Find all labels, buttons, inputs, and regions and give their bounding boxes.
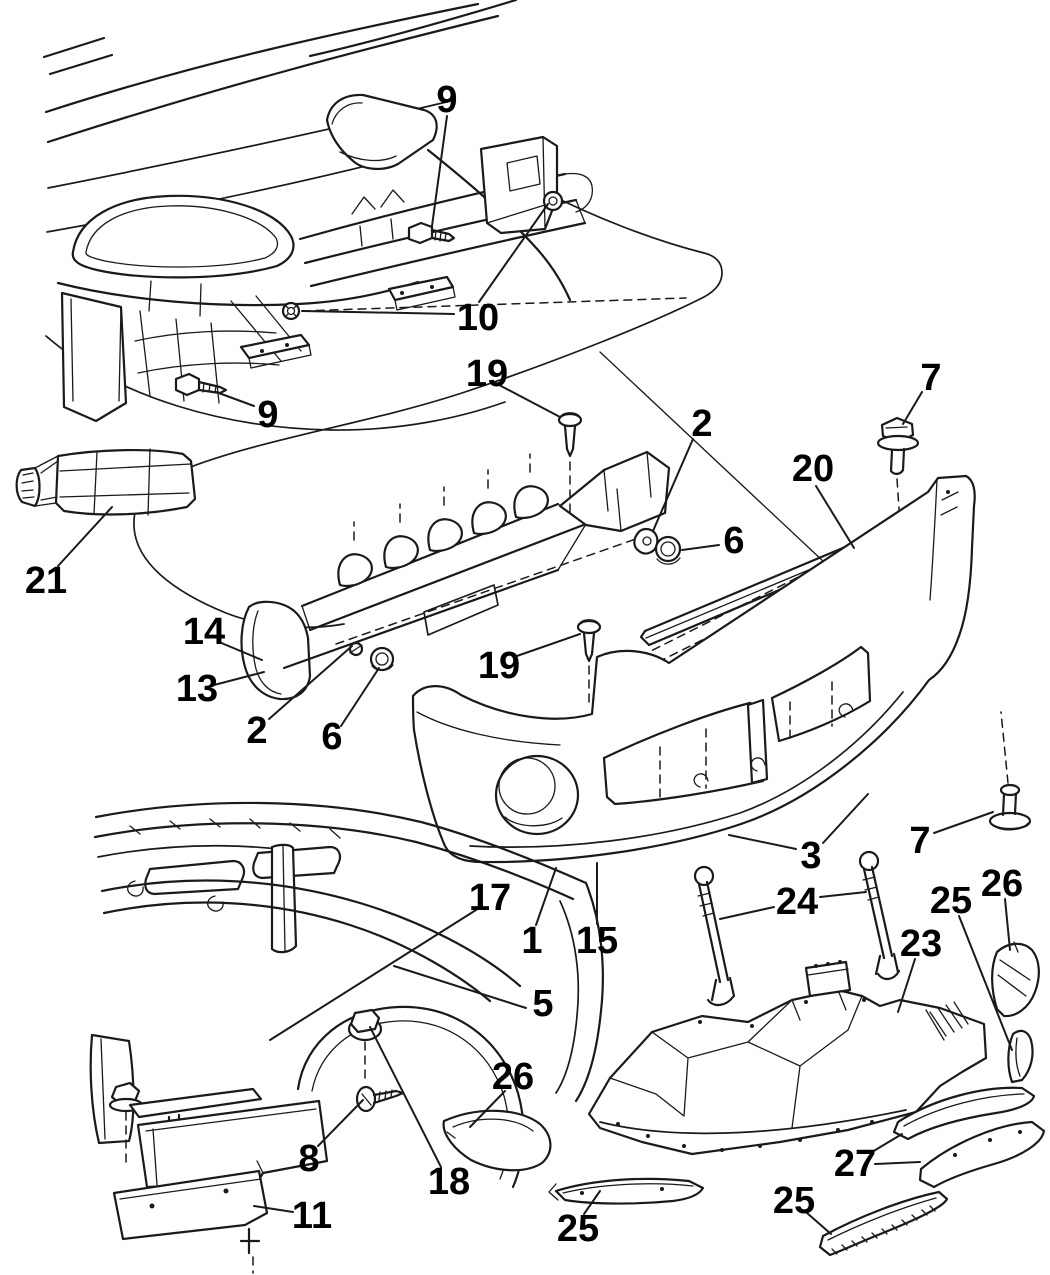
- belly-pan: [587, 960, 988, 1156]
- end-cap-13-14: [240, 600, 312, 701]
- callout-leader-11: [253, 1205, 294, 1213]
- callout-9-2: 9: [257, 394, 278, 436]
- callout-leader-13: [213, 671, 265, 686]
- callout-17-18: 17: [469, 877, 511, 919]
- callout-20-5: 20: [792, 448, 834, 490]
- push-pin-19-upper: [557, 412, 583, 428]
- front-fascia: [411, 474, 976, 864]
- callout-leader-20: [815, 485, 855, 549]
- callout-9-0: 9: [436, 79, 457, 121]
- callout-6-13: 6: [321, 716, 342, 758]
- shield-25-bottom: [818, 1190, 949, 1257]
- shield-26-right: [991, 942, 1040, 1018]
- hood-scoop-opening: [325, 93, 438, 170]
- callout-leader-25: [583, 1190, 601, 1215]
- callout-7-15: 7: [909, 820, 930, 862]
- brake-duct-opening: [770, 645, 872, 743]
- shield-25-right: [1007, 1029, 1034, 1084]
- callout-25-25: 25: [930, 880, 972, 922]
- callout-leader-24: [719, 906, 775, 920]
- callout-24-24: 24: [776, 881, 818, 923]
- callout-leader-23: [897, 958, 916, 1013]
- fog-lamp-opening: [494, 754, 580, 836]
- callout-leader-19: [500, 385, 561, 418]
- callout-2-12: 2: [246, 710, 267, 752]
- callout-15-17: 15: [576, 920, 618, 962]
- bracket-11: [239, 1227, 261, 1255]
- callout-leader-7: [902, 391, 923, 425]
- callout-19-8: 19: [478, 645, 520, 687]
- access-panel: [804, 960, 852, 998]
- callout-27-28: 27: [834, 1143, 876, 1185]
- callout-6-7: 6: [723, 520, 744, 562]
- callout-leader-10: [301, 310, 455, 315]
- push-pin-7: [988, 711, 1032, 831]
- callout-11-23: 11: [292, 1195, 332, 1237]
- callout-leader-27: [871, 1133, 903, 1153]
- callout-leader-27: [874, 1161, 921, 1165]
- callout-leader-6: [340, 667, 380, 727]
- callout-leader-25: [958, 915, 1013, 1051]
- callout-3-14: 3: [800, 835, 821, 877]
- callout-leader-21: [57, 506, 113, 567]
- tow-bracket: [479, 135, 559, 235]
- shield-27-lower: [918, 1120, 1046, 1189]
- callout-leader-17: [269, 909, 477, 1041]
- air-duct: [15, 448, 197, 516]
- washer-10: [542, 190, 564, 212]
- bumper-reinforcement: [240, 412, 682, 707]
- installed-fascia-view: [89, 801, 604, 1274]
- callout-leader-7: [933, 811, 994, 834]
- callout-2-4: 2: [691, 403, 712, 445]
- callout-leader-9: [215, 391, 255, 407]
- callout-13-11: 13: [176, 668, 218, 710]
- shield-27-upper: [892, 1086, 1036, 1141]
- callout-8-21: 8: [298, 1138, 319, 1180]
- callout-25-29: 25: [773, 1180, 815, 1222]
- vehicle-front-structure-view: [42, 0, 594, 423]
- callout-leader-25: [806, 1212, 832, 1235]
- grommet-6: [369, 646, 395, 672]
- callout-leader-2: [652, 438, 694, 532]
- callout-leader-1: [535, 867, 557, 926]
- callout-leader-3: [822, 793, 869, 844]
- splash-shields: [818, 941, 1046, 1257]
- callout-leader-26: [469, 1090, 506, 1128]
- callout-leader-6: [681, 544, 720, 551]
- callout-leader-2: [268, 645, 353, 720]
- sill-strip-25-left: [548, 1177, 705, 1205]
- callout-25-30: 25: [557, 1208, 599, 1250]
- callout-leader-19: [513, 633, 581, 658]
- callout-23-27: 23: [900, 923, 942, 965]
- callout-18-22: 18: [428, 1161, 470, 1203]
- callout-leader-26: [1004, 898, 1011, 951]
- callout-leader-9: [431, 115, 448, 227]
- callout-leader-18: [369, 1026, 442, 1168]
- callout-leader-5: [393, 965, 527, 1009]
- callout-leader-3: [728, 834, 797, 850]
- callout-5-19: 5: [532, 983, 553, 1025]
- push-pin-19-lower: [576, 619, 602, 635]
- headlamp-recess: [71, 194, 295, 279]
- bolt-9-upper: [407, 221, 434, 245]
- callout-21-9: 21: [25, 560, 67, 602]
- callout-leader-14: [218, 641, 263, 661]
- callout-1-16: 1: [521, 920, 542, 962]
- callout-10-1: 10: [457, 297, 499, 339]
- callout-leader-8: [317, 1099, 364, 1147]
- callout-19-3: 19: [466, 353, 508, 395]
- bolt-9-lower: [174, 372, 201, 397]
- callout-26-20: 26: [492, 1056, 534, 1098]
- callout-7-6: 7: [920, 357, 941, 399]
- callout-14-10: 14: [183, 611, 225, 653]
- callout-leader-24: [819, 891, 867, 898]
- grommet-6-upper: [654, 535, 682, 563]
- nut-2: [633, 527, 659, 555]
- support-rods-24: [693, 850, 901, 1007]
- callout-leader-10: [478, 203, 549, 303]
- splash-panel: [60, 291, 128, 423]
- callout-26-26: 26: [981, 863, 1023, 905]
